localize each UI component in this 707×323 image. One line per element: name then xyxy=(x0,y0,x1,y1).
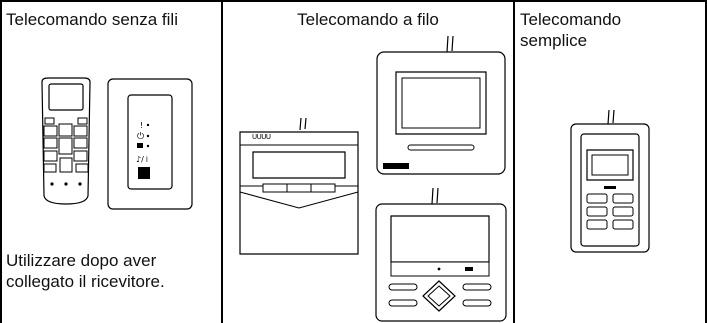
column-note-wireless: Utilizzare dopo aver collegato il ricevi… xyxy=(6,251,165,291)
wall-receiver-illustration: ! ⏻ ♪/⏽ xyxy=(107,78,193,210)
column-title-wired: Telecomando a filo xyxy=(297,10,439,29)
column-title-simple: Telecomando semplice xyxy=(520,10,622,50)
column-divider-1 xyxy=(221,0,223,323)
simple-controller-illustration xyxy=(570,106,650,254)
table-border-right xyxy=(705,0,707,323)
svg-text:!: ! xyxy=(140,121,143,130)
svg-text:UUUU: UUUU xyxy=(252,133,271,141)
svg-text:⏻: ⏻ xyxy=(137,131,144,142)
wired-controller-touch-illustration xyxy=(375,186,507,321)
table-border-top xyxy=(0,0,707,2)
column-divider-2 xyxy=(513,0,515,323)
column-title-wireless: Telecomando senza fili xyxy=(6,10,178,29)
wired-controller-square-illustration xyxy=(376,30,506,176)
wired-controller-wide-illustration: UUUU xyxy=(239,112,359,256)
table-border-left xyxy=(0,0,2,323)
svg-text:♪/⏽: ♪/⏽ xyxy=(136,155,150,164)
wireless-remote-illustration xyxy=(36,76,96,206)
